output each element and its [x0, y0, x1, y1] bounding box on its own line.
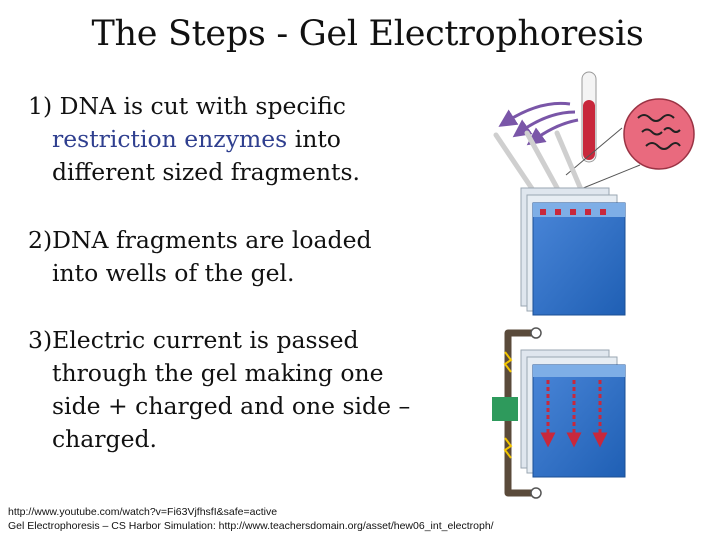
step-2-line-1: 2)DNA fragments are loaded	[28, 224, 372, 257]
power-supply	[492, 397, 518, 421]
step-number: 3)	[28, 326, 53, 354]
restriction-enzymes-term: restriction enzymes	[52, 125, 288, 153]
step-number: 2)	[28, 226, 53, 254]
step-2-line-2: into wells of the gel.	[52, 259, 295, 287]
step-3-line-1: 3)Electric current is passed	[28, 324, 410, 357]
reference-link-simulation[interactable]: Gel Electrophoresis – CS Harbor Simulati…	[8, 520, 494, 532]
step-1-line-2: restriction enzymes into	[28, 123, 360, 156]
step-3-line-3: side + charged and one side –	[52, 392, 411, 420]
gel-box-icon	[520, 187, 626, 316]
step-3: 3)Electric current is passed through the…	[28, 324, 410, 456]
test-tube-icon	[581, 71, 597, 163]
slide-title: The Steps - Gel Electrophoresis	[91, 14, 644, 54]
step-text: into	[287, 125, 341, 153]
step-3-line-4: charged.	[52, 425, 158, 453]
reference-link-youtube[interactable]: http://www.youtube.com/watch?v=Fi63Vjfhs…	[8, 506, 278, 518]
step-1-line-1: 1) DNA is cut with specific	[28, 90, 360, 123]
step-number: 1)	[28, 92, 53, 120]
step-1: 1) DNA is cut with specific restriction …	[28, 90, 360, 189]
step-3-line-2: through the gel making one	[52, 359, 384, 387]
references: http://www.youtube.com/watch?v=Fi63Vjfhs…	[8, 505, 494, 533]
step-text: DNA fragments are loaded	[52, 226, 372, 254]
transfer-arrows	[498, 101, 579, 146]
step-text: DNA is cut with specific	[59, 92, 346, 120]
step-1-line-3: different sized fragments.	[52, 158, 361, 186]
electrophoresis-apparatus-icon	[492, 327, 626, 499]
step-2: 2)DNA fragments are loaded into wells of…	[28, 224, 372, 290]
step-text: Electric current is passed	[52, 326, 359, 354]
